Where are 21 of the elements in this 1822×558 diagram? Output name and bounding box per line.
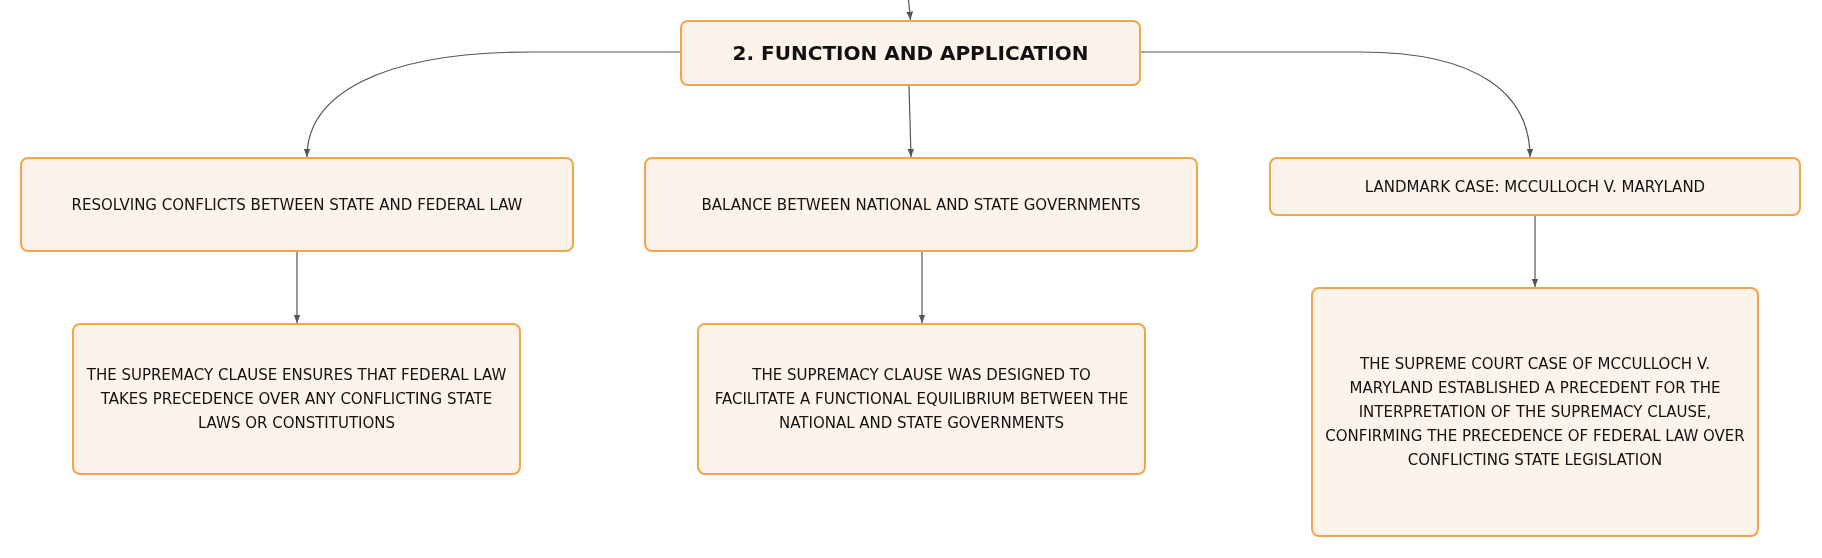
connector-arrow: [293, 251, 301, 324]
concept-text: RESOLVING CONFLICTS BETWEEN STATE AND FEDERAL LAW: [71, 194, 523, 216]
concept-text: THE SUPREMACY CLAUSE WAS DESIGNED TO FACILITATE A FUNCTIONAL EQUILIBRIUM BETWEEN THE NATIONAL AND STATE GOVERNMENTS: [713, 365, 1130, 434]
connector-arrow: [907, 85, 915, 158]
connector-arrow: [906, 0, 913, 21]
topic-title: 2. FUNCTION AND APPLICATION: [732, 40, 1089, 67]
connector-arrow: [304, 51, 681, 158]
connector-arrow: [1140, 51, 1533, 158]
connector-arrow: [1531, 215, 1539, 288]
topic-box: [680, 20, 1141, 86]
connector-arrow: [918, 251, 926, 324]
concept-box: [1311, 287, 1759, 537]
concept-text: THE SUPREME COURT CASE OF MCCULLOCH V. MARYLAND ESTABLISHED A PRECEDENT FOR THE INTERPRETATION OF THE SUPREMACY CLAUSE, CONFIRMING THE PRECEDENCE OF FEDERAL LAW OVER CONFLICTING STATE LEGISLATION: [1325, 354, 1745, 471]
concept-box: [72, 323, 521, 475]
concept-box: [1269, 157, 1801, 216]
concept-box: [697, 323, 1146, 475]
concept-text: BALANCE BETWEEN NATIONAL AND STATE GOVERNMENTS: [701, 194, 1141, 216]
concept-box: [644, 157, 1198, 252]
concept-text: THE SUPREMACY CLAUSE ENSURES THAT FEDERAL LAW TAKES PRECEDENCE OVER ANY CONFLICTING STATE LAWS OR CONSTITUTIONS: [86, 365, 507, 434]
concept-box: [20, 157, 574, 252]
concept-text: LANDMARK CASE: MCCULLOCH V. MARYLAND: [1364, 176, 1706, 198]
